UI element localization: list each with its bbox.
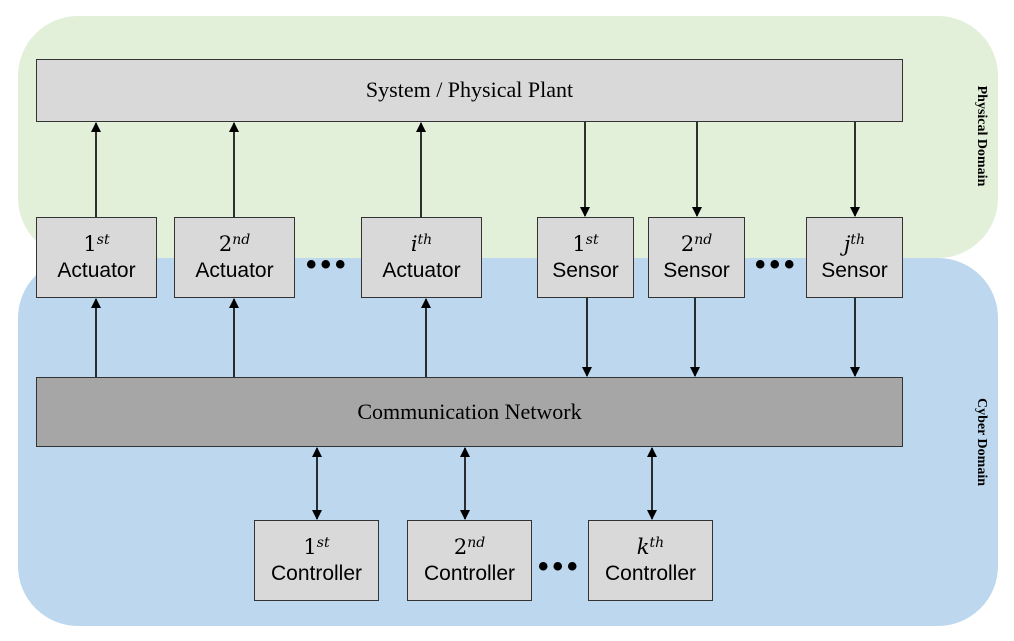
controller-box-1: 1st Controller [254, 520, 379, 601]
controller-ordinal-2: 2nd [453, 535, 486, 560]
actuator-label-2: Actuator [195, 258, 274, 282]
sensor-box-2: 2nd Sensor [648, 217, 745, 298]
controller-box-k: kth Controller [588, 520, 713, 601]
actuator-label-i: Actuator [382, 258, 461, 282]
communication-network-label: Communication Network [357, 398, 582, 424]
controller-ordinal-1: 1st [303, 535, 330, 560]
sensor-box-j: jth Sensor [806, 217, 903, 298]
controller-ellipsis: ••• [538, 550, 582, 583]
controller-ordinal-k: kth [636, 535, 665, 560]
controller-label-2: Controller [423, 561, 516, 585]
sensor-label-j: Sensor [821, 258, 888, 282]
actuator-box-i: ith Actuator [361, 217, 482, 298]
actuator-box-1: 1st Actuator [36, 217, 157, 298]
sensor-ordinal-j: jth [843, 232, 866, 257]
sensor-ellipsis: ••• [755, 248, 799, 281]
physical-plant-label: System / Physical Plant [365, 77, 574, 103]
actuator-ordinal-1: 1st [83, 232, 110, 257]
actuator-ordinal-2: 2nd [218, 232, 251, 257]
sensor-label-2: Sensor [663, 258, 730, 282]
actuator-ordinal-i: ith [410, 232, 433, 257]
actuator-ellipsis: ••• [306, 248, 350, 281]
actuator-box-2: 2nd Actuator [174, 217, 295, 298]
controller-box-2: 2nd Controller [407, 520, 532, 601]
sensor-ordinal-2: 2nd [680, 232, 713, 257]
communication-network-box: Communication Network [36, 377, 903, 447]
sensor-ordinal-1: 1st [572, 232, 599, 257]
sensor-box-1: 1st Sensor [537, 217, 634, 298]
controller-label-1: Controller [270, 561, 363, 585]
sensor-label-1: Sensor [552, 258, 619, 282]
actuator-label-1: Actuator [57, 258, 136, 282]
physical-plant-box: System / Physical Plant [36, 59, 903, 122]
controller-label-k: Controller [604, 561, 697, 585]
